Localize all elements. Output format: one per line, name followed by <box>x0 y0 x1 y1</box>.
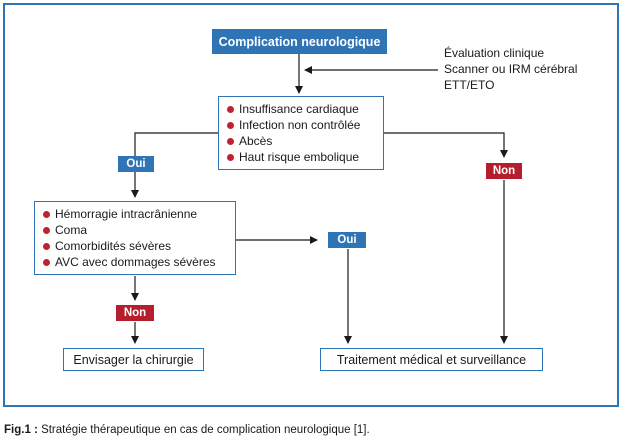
outcome-surgery: Envisager la chirurgie <box>63 348 204 371</box>
outcome-medical: Traitement médical et surveillance <box>320 348 543 371</box>
bullet-icon <box>227 121 234 129</box>
oui-label-2: Oui <box>328 232 366 248</box>
figure-number: Fig.1 : <box>4 424 38 436</box>
criteria-item: Hémorragie intracrânienne <box>43 206 229 222</box>
criteria-item: AVC avec dommages sévères <box>43 254 229 270</box>
bullet-icon <box>227 153 234 161</box>
figure-caption: Fig.1 : Stratégie thérapeutique en cas d… <box>4 424 370 436</box>
assessment-line: Évaluation clinique <box>444 46 545 60</box>
assessment-note: Évaluation clinique Scanner ou IRM céréb… <box>444 45 577 93</box>
bullet-icon <box>43 210 50 218</box>
arrow-non-1 <box>384 132 508 158</box>
criteria-item: Haut risque embolique <box>227 149 377 165</box>
criteria-box-1: Insuffisance cardiaque Infection non con… <box>218 96 384 170</box>
bullet-icon <box>227 137 234 145</box>
start-node: Complication neurologique <box>212 29 387 54</box>
oui-label-1: Oui <box>118 156 154 172</box>
figure-frame <box>3 3 619 407</box>
caption-text: Stratégie thérapeutique en cas de compli… <box>37 424 370 436</box>
assessment-line: ETT/ETO <box>444 78 495 92</box>
bullet-icon <box>43 226 50 234</box>
criteria-item: Abcès <box>227 133 377 149</box>
criteria-box-2: Hémorragie intracrânienne Coma Comorbidi… <box>34 201 236 275</box>
assessment-line: Scanner ou IRM cérébral <box>444 62 578 76</box>
bullet-icon <box>43 242 50 250</box>
criteria-item: Insuffisance cardiaque <box>227 101 377 117</box>
non-label-1: Non <box>486 163 522 179</box>
criteria-item: Comorbidités sévères <box>43 238 229 254</box>
non-label-2: Non <box>116 305 154 321</box>
start-node-label: Complication neurologique <box>218 34 381 49</box>
arrow-oui-1 <box>131 132 218 198</box>
criteria-item: Infection non contrôlée <box>227 117 377 133</box>
bullet-icon <box>43 258 50 266</box>
criteria-item: Coma <box>43 222 229 238</box>
bullet-icon <box>227 105 234 113</box>
